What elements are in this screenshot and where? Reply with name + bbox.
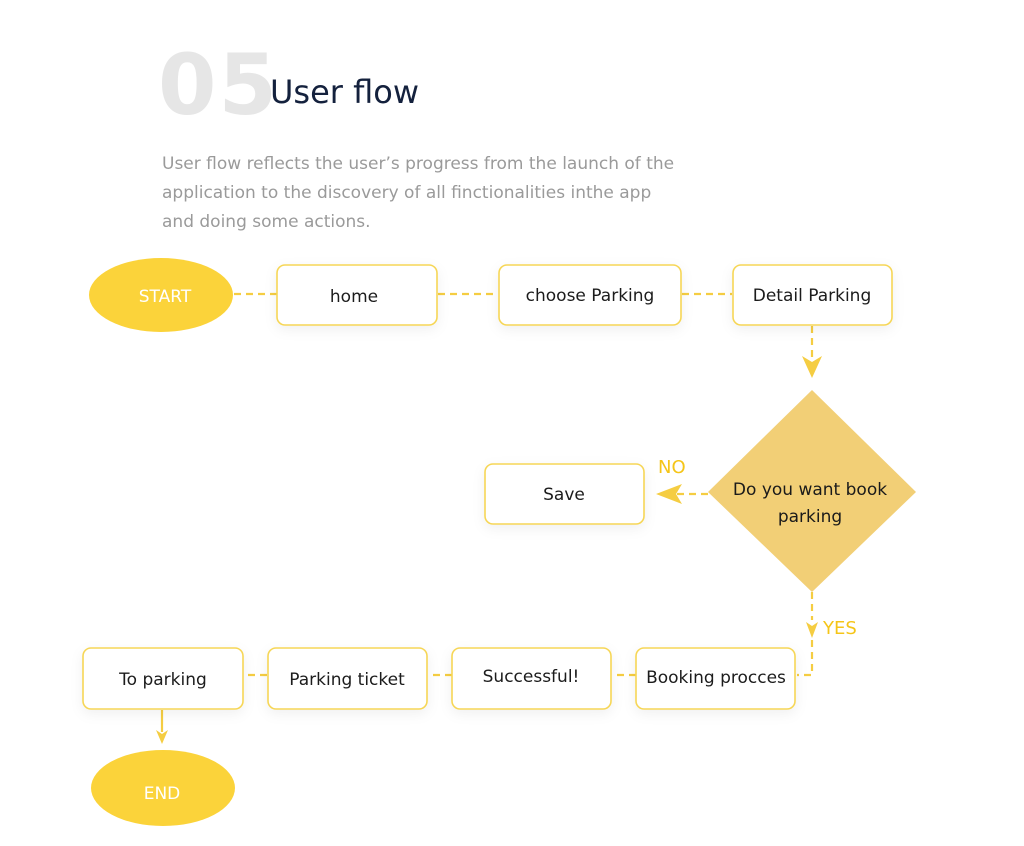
choose-parking-node: choose Parking [498,264,682,326]
booking-process-label: Booking procces [646,668,786,688]
arrowhead-down-decision [802,356,822,378]
arrowhead-down-yes [806,622,818,638]
parking-ticket-node: Parking ticket [267,647,428,710]
to-parking-label: To parking [118,670,207,690]
section-number: 05 [158,36,279,134]
section-title: User flow [270,73,420,111]
end-node: END [91,750,235,826]
detail-parking-node: Detail Parking [732,264,893,326]
successful-node: Successful! [451,647,612,710]
decision-node: Do you want book parking [708,390,916,592]
description-line-3: and doing some actions. [162,212,371,232]
arrowheads [156,356,822,744]
end-label: END [144,784,181,804]
choose-parking-label: choose Parking [526,286,655,306]
section-description: User flow reflects the user’s progress f… [162,150,722,237]
connector-yes-booking [797,640,814,677]
description-line-1: User flow reflects the user’s progress f… [162,154,675,174]
arrowhead-left-save [656,484,682,504]
booking-process-node: Booking procces [635,647,796,710]
arrowhead-down-end [156,730,168,744]
description-line-2: application to the discovery of all finc… [162,183,652,203]
detail-parking-label: Detail Parking [753,286,872,306]
yes-label: YES [822,618,857,639]
successful-label: Successful! [483,667,580,687]
home-node: home [276,264,438,326]
save-node: Save [484,463,645,525]
decision-label-line-1: Do you want book [733,480,887,500]
save-label: Save [543,485,585,505]
to-parking-node: To parking [82,647,244,710]
no-label: NO [658,457,686,478]
home-label: home [330,287,378,307]
connectors [160,292,814,732]
decision-label-line-2: parking [778,507,842,527]
start-node: START [89,258,233,332]
start-label: START [139,287,192,307]
parking-ticket-label: Parking ticket [289,670,405,690]
